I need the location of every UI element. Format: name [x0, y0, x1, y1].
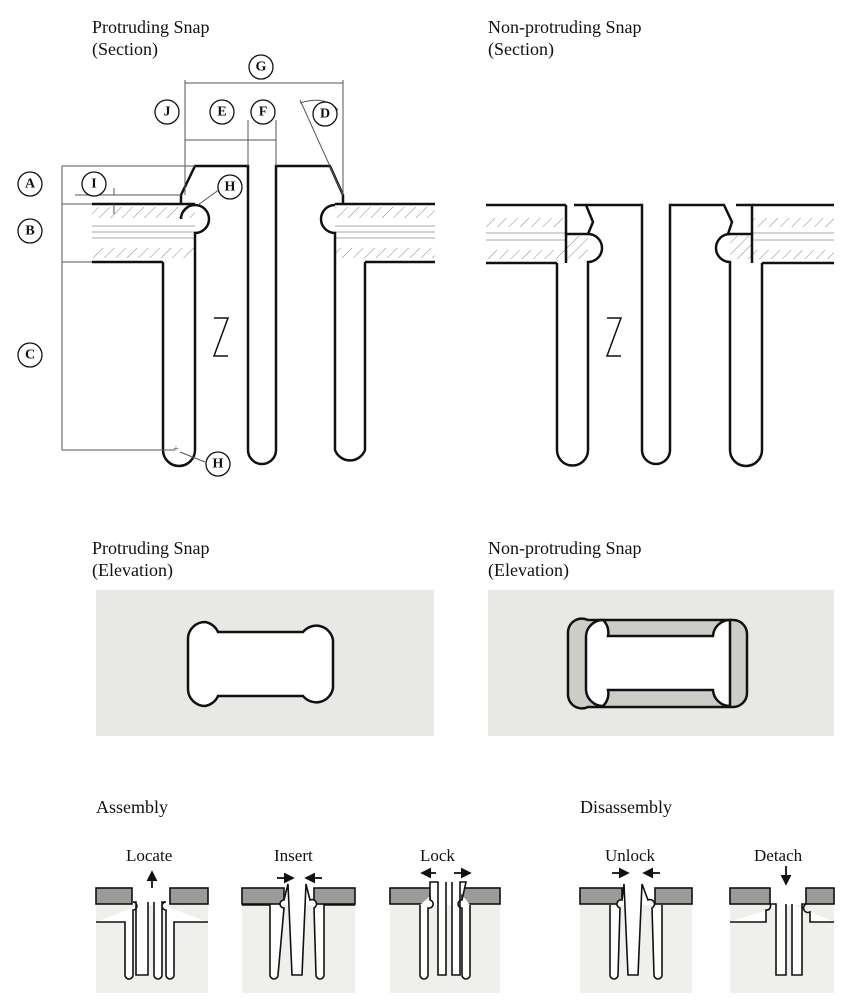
protruding-elevation-title: Protruding Snap (Elevation): [92, 537, 210, 581]
dimension-label-G: G: [248, 54, 274, 80]
step-detach-drawing: [729, 866, 835, 993]
step-insert-drawing: [241, 872, 356, 993]
svg-text:C: C: [25, 348, 35, 363]
svg-text:I: I: [91, 177, 96, 192]
panel-left: [92, 205, 195, 262]
svg-text:H: H: [225, 180, 236, 195]
svg-text:B: B: [25, 224, 34, 239]
nonprotruding-section-title-line2: (Section): [488, 39, 554, 59]
dimension-label-D: D: [312, 101, 338, 127]
nonprotruding-elevation-drawing: [488, 590, 834, 736]
svg-text:F: F: [259, 105, 268, 120]
protruding-section-drawing: [92, 164, 435, 468]
assembly-heading: Assembly: [96, 797, 168, 817]
dimension-label-A: A: [17, 171, 43, 197]
step-lock-label: Lock: [420, 846, 455, 865]
svg-text:G: G: [256, 60, 267, 75]
protruding-elevation-title-line1: Protruding Snap: [92, 538, 210, 558]
step-insert-label: Insert: [274, 846, 313, 865]
step-unlock-label: Unlock: [605, 846, 656, 865]
nonprotruding-elevation-title-line2: (Elevation): [488, 560, 569, 580]
nonprotruding-section-title: Non-protruding Snap (Section): [488, 16, 641, 60]
dimension-label-F: F: [250, 99, 276, 125]
protruding-elevation-title-line2: (Elevation): [92, 560, 173, 580]
dimension-label-H-bottom: H: [205, 451, 231, 477]
svg-text:J: J: [164, 105, 171, 120]
protruding-elevation-drawing: [96, 590, 434, 736]
svg-text:A: A: [25, 177, 36, 192]
protruding-section-title-line2: (Section): [92, 39, 158, 59]
dimension-label-H-top: H: [217, 174, 243, 200]
svg-text:E: E: [217, 105, 226, 120]
protruding-section-title: Protruding Snap (Section): [92, 16, 210, 60]
dimension-label-I: I: [81, 171, 107, 197]
svg-text:H: H: [213, 457, 224, 472]
nonprotruding-section-title-line1: Non-protruding Snap: [488, 17, 642, 37]
dimension-lines: +: [61, 80, 344, 463]
step-detach-label: Detach: [754, 846, 803, 865]
disassembly-heading: Disassembly: [580, 797, 672, 817]
dimension-label-B: B: [17, 218, 43, 244]
dimension-label-C: C: [17, 342, 43, 368]
dimension-label-J: J: [154, 99, 180, 125]
step-unlock-drawing: [579, 867, 693, 993]
nonprotruding-elevation-title: Non-protruding Snap (Elevation): [488, 537, 641, 581]
svg-text:+: +: [173, 444, 179, 455]
protruding-section-title-line1: Protruding Snap: [92, 17, 210, 37]
step-locate-label: Locate: [126, 846, 173, 865]
step-locate-drawing: [95, 870, 209, 993]
svg-text:D: D: [320, 107, 330, 122]
panel-right: [335, 205, 435, 262]
nonprotruding-elevation-title-line1: Non-protruding Snap: [488, 538, 642, 558]
step-lock-drawing: [389, 867, 501, 993]
dimension-label-E: E: [209, 99, 235, 125]
nonprotruding-section-drawing: [486, 203, 834, 468]
